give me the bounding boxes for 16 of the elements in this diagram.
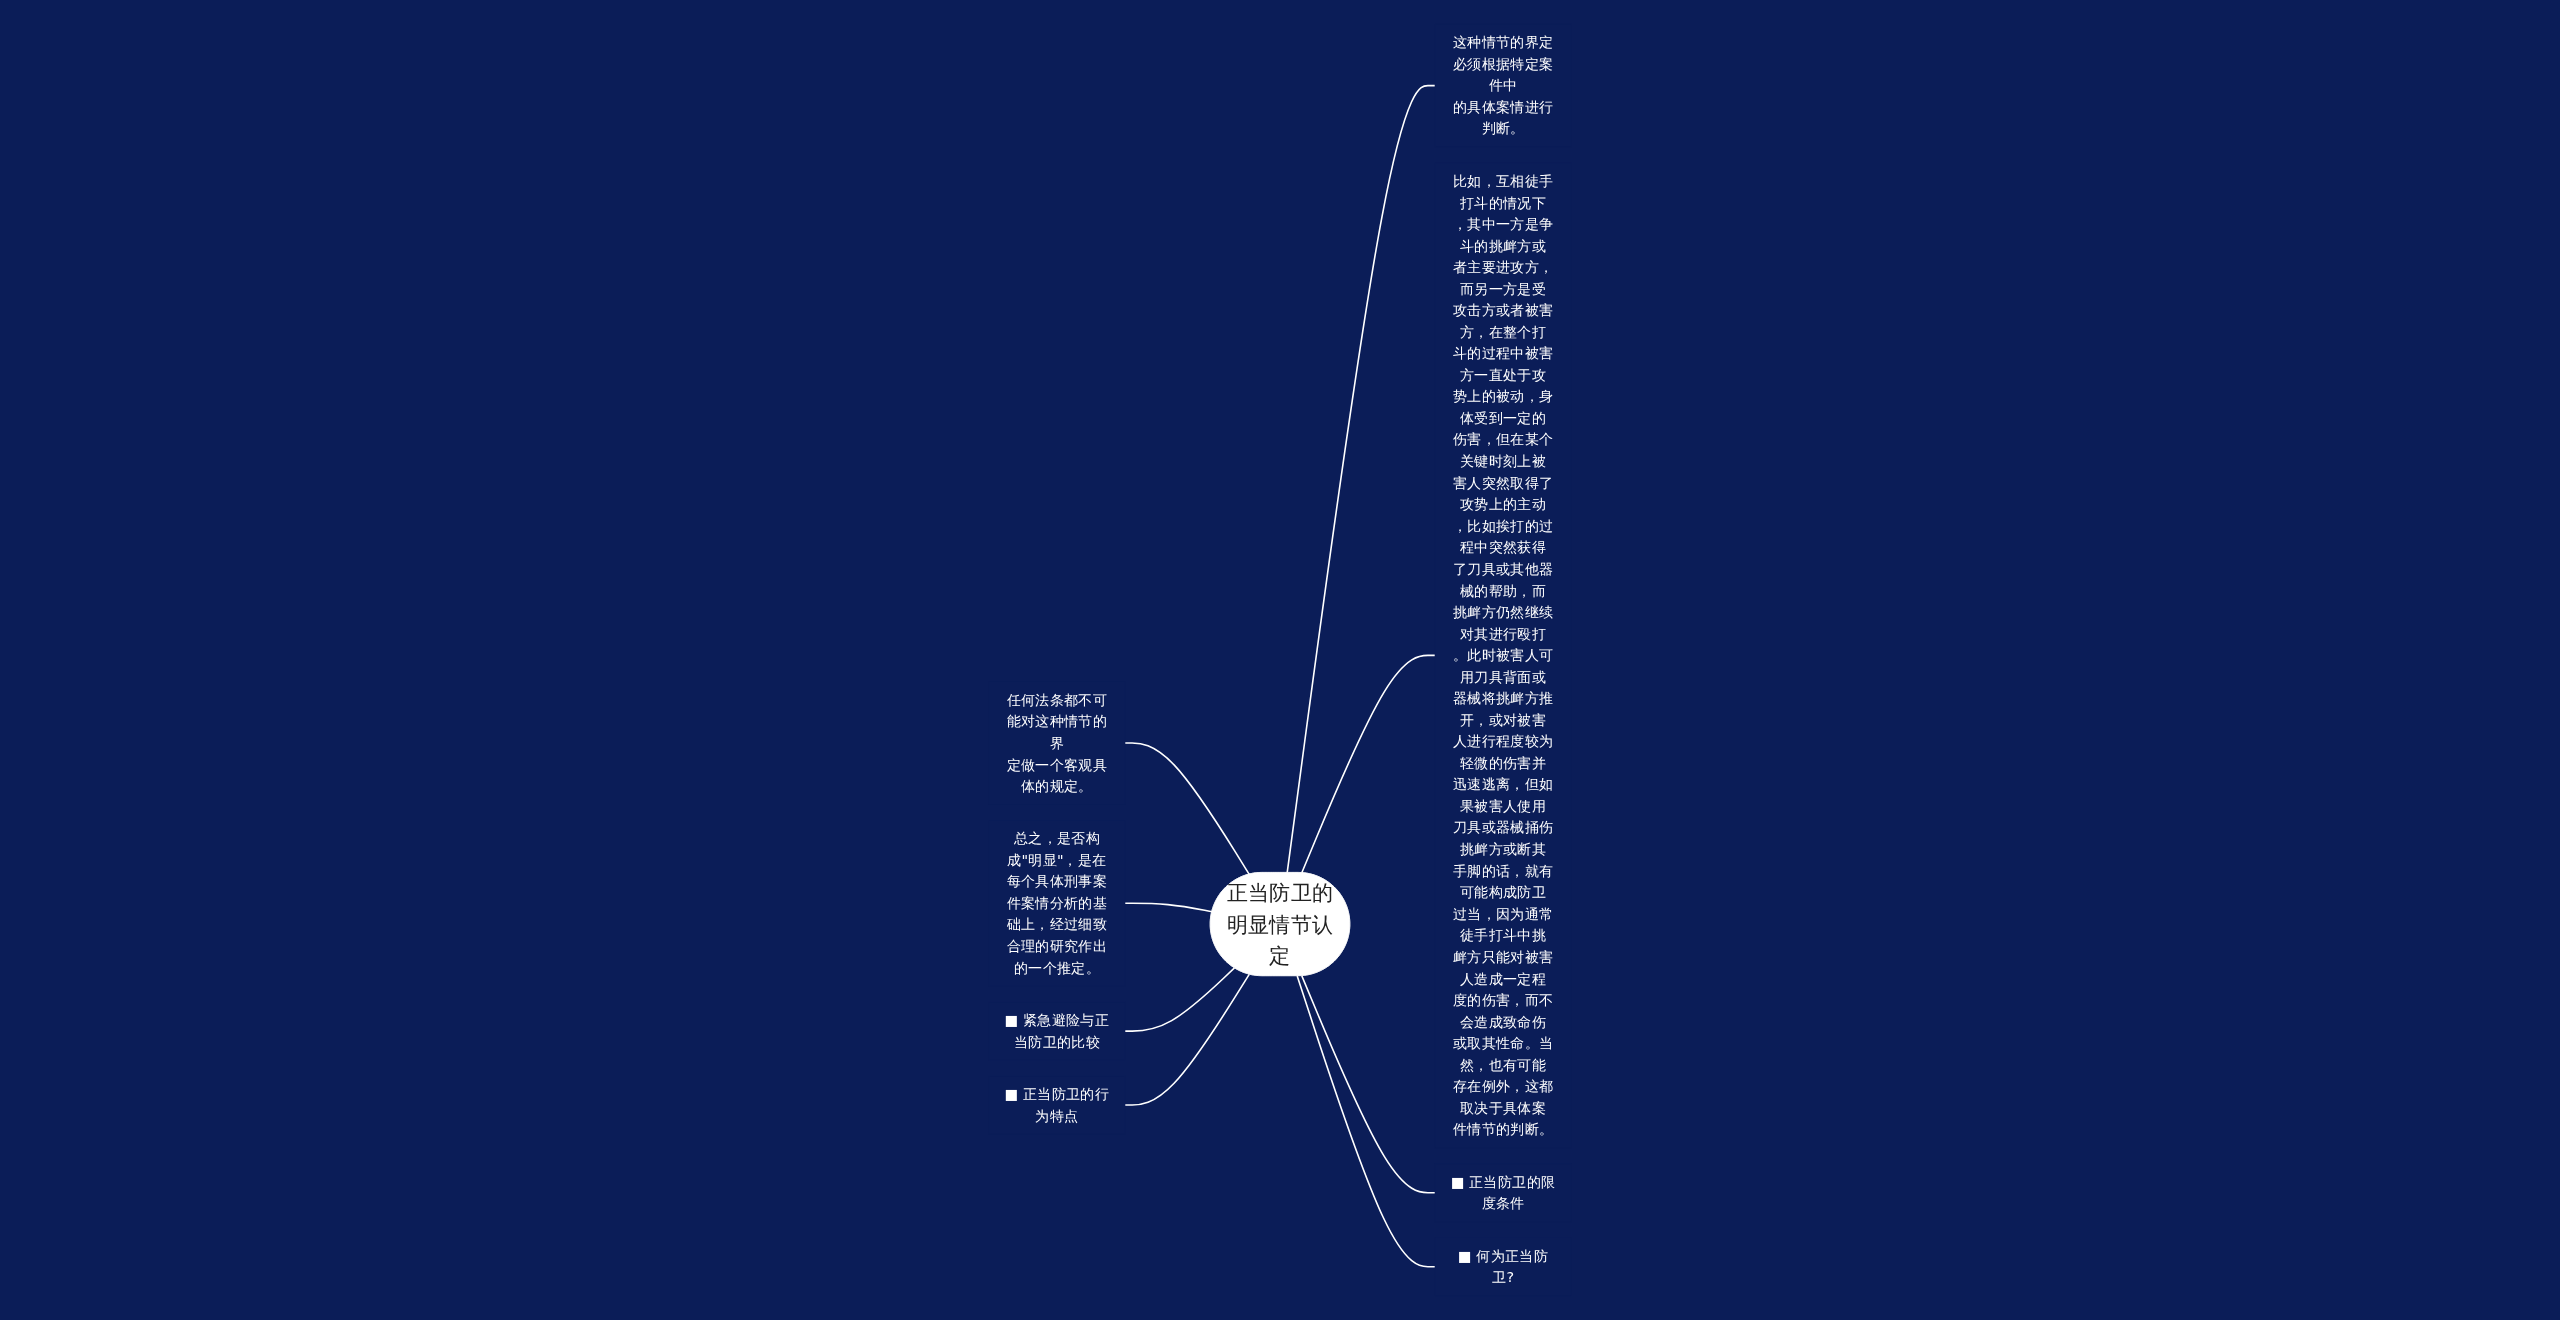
connector xyxy=(1124,967,1236,1032)
connector xyxy=(1124,742,1250,876)
node-text: ■ 何为正当防卫? xyxy=(1458,1247,1549,1286)
node-text: 总之，是否构成"明显"，是在每个具体刑事案件案情分析的基础上，经过细致合理的研究作出的一个推定。 xyxy=(1006,829,1108,976)
node-text: ■ 紧急避险与正当防卫的比较 xyxy=(1004,1011,1110,1050)
connector xyxy=(1124,973,1250,1106)
connector xyxy=(1286,84,1436,874)
node-text: 这种情节的界定必须根据特定案件中的具体案情进行判断。 xyxy=(1452,33,1554,137)
node-text: ■ 正当防卫的限度条件 xyxy=(1450,1173,1556,1212)
connector xyxy=(1301,654,1436,874)
connector xyxy=(1124,902,1213,913)
node-text: ■ 正当防卫的行为特点 xyxy=(1004,1085,1110,1124)
connector xyxy=(1296,975,1436,1268)
connector xyxy=(1301,975,1436,1194)
node-text: 任何法条都不可能对这种情节的界定做一个客观具体的规定。 xyxy=(1006,691,1108,794)
node-text: 比如，互相徒手打斗的情况下，其中一方是争斗的挑衅方或者主要进攻方，而另一方是受攻击方或者被害方，在整个打斗的过程中被害方一直处于攻势上的被动，身体受到一定的伤害，但在某个关键时刻上被害人突然取得了攻势上的主动，比如挨打的过程中突然获得了刀具或其他器械的帮助，而挑衅方仍然继续对其进行殴打。此时被害人可用刀具背面或器械将挑衅方推开，或对被害人进行程度较为轻微的伤害并迅速逃离，但如果被害人使用刀具或器械捅伤挑衅方或断其手脚的话，就有可能构成防卫过当，因为通常徒手打斗中挑衅方只能对被害人造成一定程度的伤害，而不会造成致命伤或取其性命。当然，也有可能存在例外，这都取决于具体案件情节的判断。 xyxy=(1452,172,1554,1138)
